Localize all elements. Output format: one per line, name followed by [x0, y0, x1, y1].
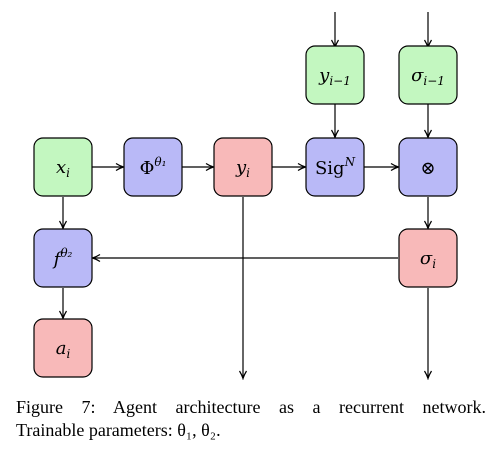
node-y-prev: yi−1	[305, 45, 365, 105]
architecture-diagram: yi−1 σi−1 xi Φθ₁ yi SigN	[33, 12, 458, 390]
svg-text:ai: ai	[56, 338, 71, 361]
node-sigma-i: σi	[398, 228, 458, 288]
node-y-i: yi	[213, 137, 273, 197]
svg-text:σi: σi	[420, 248, 436, 271]
svg-text:SigN: SigN	[315, 155, 356, 179]
svg-text:yi: yi	[235, 157, 250, 180]
node-a-i: ai	[33, 318, 93, 378]
edges	[63, 12, 428, 378]
node-phi: Φθ₁	[123, 137, 183, 197]
svg-text:Φθ₁: Φθ₁	[140, 155, 167, 179]
node-otimes: ⊗	[398, 137, 458, 197]
node-sig-n: SigN	[305, 137, 365, 197]
figure-caption: Figure 7: Agent architecture as a recurr…	[16, 396, 486, 442]
node-f: fθ₂	[33, 228, 93, 288]
svg-text:yi−1: yi−1	[318, 65, 351, 88]
node-sigma-prev: σi−1	[398, 45, 458, 105]
svg-text:xi: xi	[56, 157, 70, 180]
caption-line-1: Figure 7: Agent architecture as a recurr…	[16, 397, 486, 417]
node-x-i: xi	[33, 137, 93, 197]
svg-text:⊗: ⊗	[420, 158, 435, 179]
svg-text:σi−1: σi−1	[411, 65, 445, 88]
caption-line-2: Trainable parameters: θ₁, θ₂.	[16, 420, 221, 440]
